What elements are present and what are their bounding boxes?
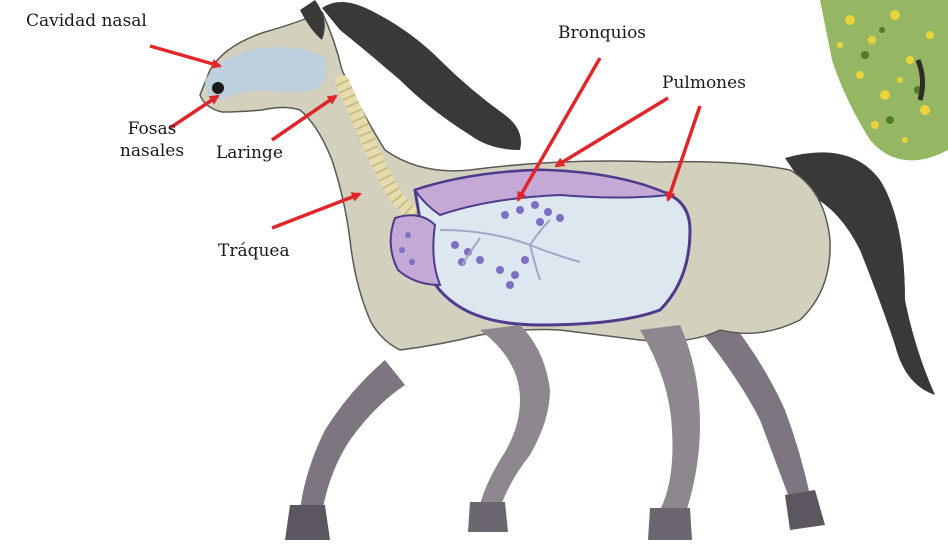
label-nostrils: Fosas nasales xyxy=(104,118,200,162)
label-nostrils-line1: Fosas xyxy=(104,118,200,140)
near-legs xyxy=(468,325,700,540)
foliage xyxy=(820,0,948,160)
label-lungs: Pulmones xyxy=(662,72,746,94)
label-bronchi: Bronquios xyxy=(558,22,646,44)
arrow-nasal-cavity xyxy=(150,46,220,66)
label-larynx: Laringe xyxy=(216,142,283,164)
label-trachea: Tráquea xyxy=(218,240,290,262)
label-nostrils-line2: nasales xyxy=(104,140,200,162)
far-legs xyxy=(285,320,825,540)
nostril xyxy=(212,82,224,94)
label-nasal-cavity: Cavidad nasal xyxy=(26,10,147,32)
